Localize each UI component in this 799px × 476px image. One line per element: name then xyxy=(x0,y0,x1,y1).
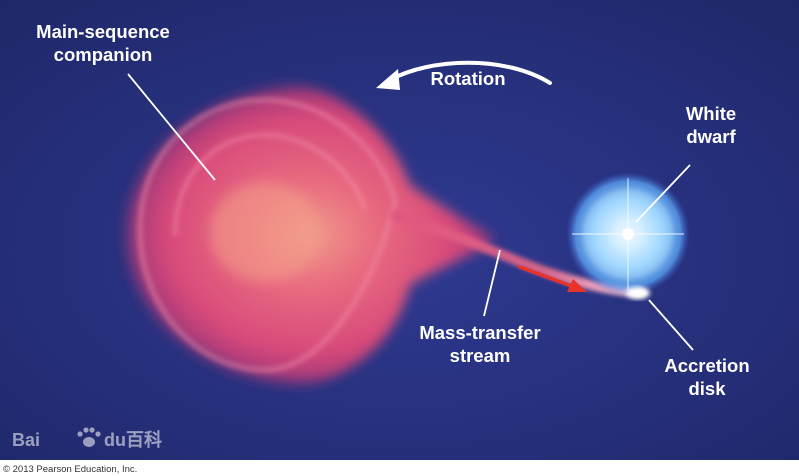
white-dwarf-leader-line xyxy=(635,164,691,223)
white-dwarf-label-line2: dwarf xyxy=(686,126,736,147)
stream-leader-line xyxy=(483,249,501,317)
stream-label-line2: stream xyxy=(450,345,511,366)
accretion-label-line1: Accretion xyxy=(664,355,749,376)
copyright-text: © 2013 Pearson Education, Inc. xyxy=(3,464,137,475)
companion-leader-line xyxy=(127,73,216,181)
stream-label-line1: Mass-transfer xyxy=(419,322,540,343)
curved-arrow-icon xyxy=(376,60,552,90)
accretion-label-line2: disk xyxy=(688,378,726,399)
copyright-bar xyxy=(0,460,799,476)
watermark-brand-cn: 百科 xyxy=(126,429,162,450)
paw-icon xyxy=(77,427,101,447)
accretion-leader-line xyxy=(648,299,694,351)
rotation-label: Rotation xyxy=(430,68,505,89)
companion-label-line2: companion xyxy=(54,44,153,65)
main-sequence-companion-star xyxy=(120,80,500,390)
watermark-brand-latin: Bai xyxy=(12,430,40,450)
red-arrow-icon xyxy=(518,265,587,292)
white-dwarf-label-line1: White xyxy=(686,103,736,124)
companion-label-line1: Main-sequence xyxy=(36,21,170,42)
accretion-disk xyxy=(626,287,650,299)
watermark-brand-latin2: du xyxy=(104,430,126,450)
white-dwarf xyxy=(566,172,690,296)
baidu-watermark: Bai du 百科 xyxy=(12,427,162,450)
